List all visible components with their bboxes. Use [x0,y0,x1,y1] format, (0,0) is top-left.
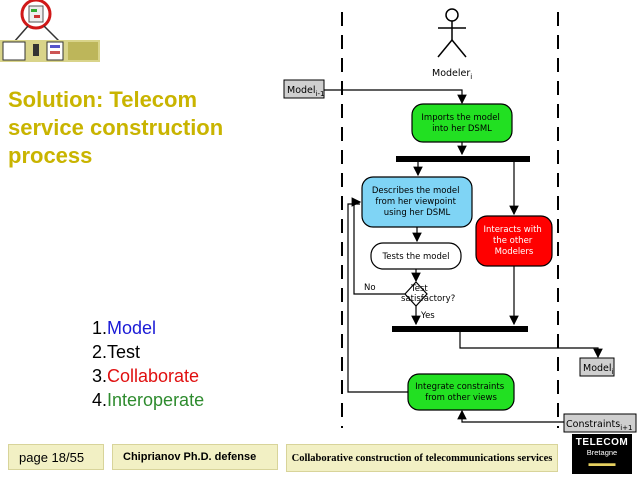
telecom-bretagne-logo: TELECOM Bretagne ▬▬▬ [572,434,632,474]
step-item: 3.Collaborate [92,366,200,386]
footer: page 18/55 Chiprianov Ph.D. defense Coll… [0,440,638,478]
input-model-box [283,79,325,99]
activity-diagram: Modeleri Modeli-1 Imports the model into… [283,8,637,433]
step-item: 4.Interoperate [92,390,205,410]
actor-icon [437,8,467,58]
constraints-box [563,413,637,433]
constraints-label: Constraintsi+1 [566,419,632,432]
output-model-label: Modeli [583,363,614,376]
step-list: 1.Model 2.Test 3.Collaborate 4.Interoper… [92,316,204,412]
interact-modelers-text: Interacts with the other Modelers [483,225,544,257]
footer-title: Collaborative construction of telecommun… [286,444,558,472]
import-model-node [411,103,513,143]
conference-logo [0,0,100,62]
yes-label: Yes [420,311,435,321]
describe-model-text: Describes the model from her viewpoint u… [372,186,462,218]
step-item: 1.Model [92,318,157,338]
fork-bar [396,156,530,162]
decision-label: Test satisfactory? [401,284,455,304]
integrate-constraints-text: Integrate constraints from other views [415,382,507,403]
output-model-box [579,357,615,377]
no-label: No [364,283,376,293]
page-number: page 18/55 [8,444,104,470]
step-item: 2.Test [92,342,141,362]
actor-label: Modeleri [432,68,472,81]
join-bar [392,326,528,332]
input-model-label: Modeli-1 [287,85,324,98]
footer-author: Chiprianov Ph.D. defense [112,444,278,470]
slide-title: Solution: Telecom service construction p… [8,87,224,168]
integrate-constraints-node [407,373,515,411]
test-model-text: Tests the model [382,252,450,262]
import-model-text: Imports the model into her DSML [421,113,502,134]
